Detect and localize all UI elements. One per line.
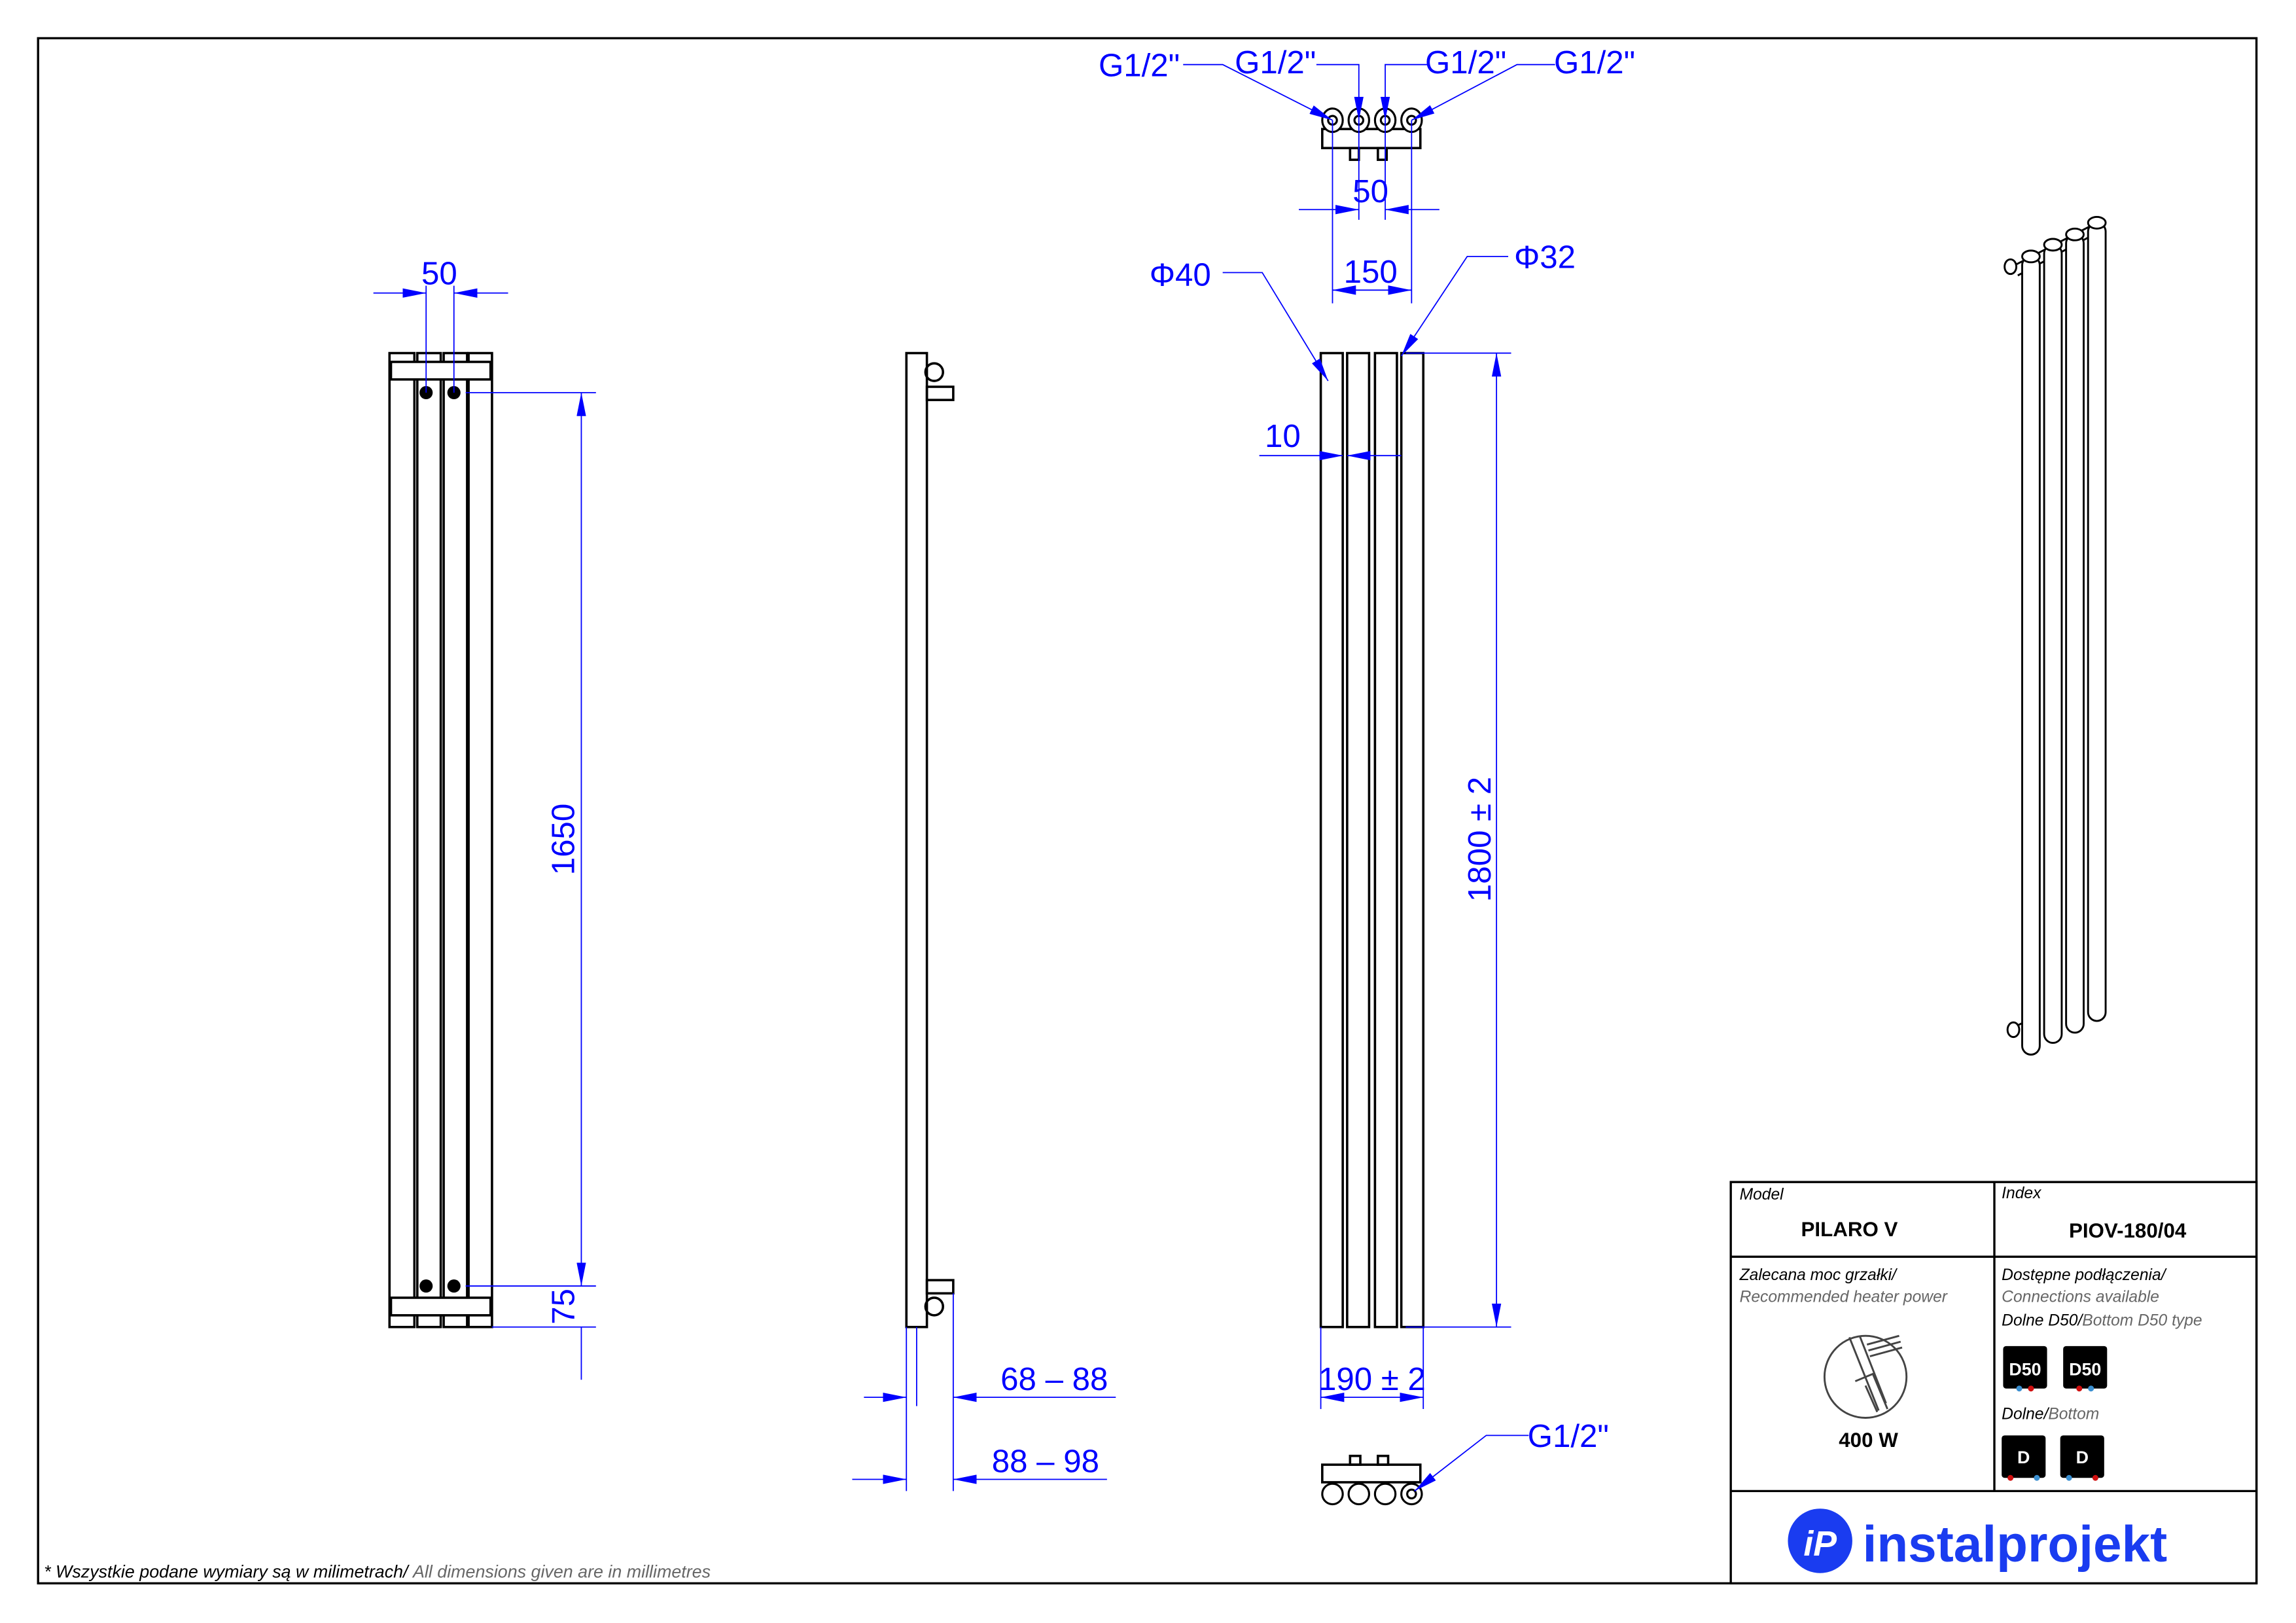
connections-label-en: Connections available <box>2002 1289 2159 1306</box>
dim-front-width: 190 ± 2 <box>1318 1361 1426 1397</box>
dim-tube-outer: Φ40 <box>1150 257 1211 293</box>
d-badge: D <box>2002 1435 2046 1481</box>
d50-label: Dolne D50/Bottom D50 type <box>2002 1311 2202 1329</box>
side-view: 68 – 88 88 – 98 <box>852 351 1116 1491</box>
connections-label-pl: Dostępne podłączenia/ <box>2002 1266 2167 1284</box>
dim-left-width: 50 <box>421 255 457 291</box>
rear-view: 50 1650 75 <box>373 255 596 1380</box>
dim-front-gap: 10 <box>1265 418 1301 454</box>
dim-tube-inner: Φ32 <box>1514 240 1576 276</box>
svg-text:iP: iP <box>1803 1524 1837 1563</box>
dim-left-height: 1650 <box>545 804 581 876</box>
heater-label-pl: Zalecana moc grzałki/ <box>1739 1266 1898 1284</box>
d-badge: D <box>2060 1435 2104 1481</box>
d50-badge: D50 <box>2003 1346 2047 1392</box>
index-value: PIOV-180/04 <box>2069 1219 2187 1242</box>
top-view: 50 150 G1/2" G1/2" G1/2" G1/2" <box>1099 45 1635 304</box>
thread-label: G1/2" <box>1235 45 1316 80</box>
svg-text:D50: D50 <box>2009 1360 2041 1380</box>
thread-label: G1/2" <box>1528 1418 1609 1454</box>
model-value: PILARO V <box>1801 1218 1898 1241</box>
dim-top-width: 150 <box>1344 254 1398 290</box>
footnote: * Wszystkie podane wymiary są w milimetr… <box>44 1561 711 1581</box>
dim-side-depth-2: 88 – 98 <box>992 1443 1099 1479</box>
svg-text:D: D <box>2017 1448 2030 1467</box>
index-label: Index <box>2002 1185 2042 1202</box>
svg-text:D: D <box>2076 1448 2089 1467</box>
dim-front-height: 1800 ± 2 <box>1462 777 1498 902</box>
bottom-view: G1/2" <box>1321 1418 1609 1506</box>
dim-side-depth-1: 68 – 88 <box>1000 1361 1108 1397</box>
front-view: 1800 ± 2 190 ± 2 10 Φ40 Φ32 <box>1150 240 1576 1410</box>
drawing-frame <box>37 37 2258 1585</box>
bottom-label: Dolne/Bottom <box>2002 1406 2099 1423</box>
thread-label: G1/2" <box>1425 45 1506 80</box>
thread-label: G1/2" <box>1099 48 1180 84</box>
model-label: Model <box>1740 1186 1785 1204</box>
brand-logo: iP instalprojekt <box>1788 1508 2167 1573</box>
isometric-view <box>2004 215 2107 1056</box>
heater-power: 400 W <box>1839 1429 1898 1452</box>
svg-text:instalprojekt: instalprojekt <box>1863 1515 2168 1573</box>
thread-label: G1/2" <box>1554 45 1635 80</box>
dim-left-bottom: 75 <box>545 1289 581 1325</box>
title-block: Model PILARO V Index PIOV-180/04 Zalecan… <box>1729 1181 2258 1585</box>
dim-top-spacing: 50 <box>1352 173 1388 209</box>
svg-text:D50: D50 <box>2069 1360 2101 1380</box>
heater-icon <box>1823 1334 1908 1419</box>
heater-label-en: Recommended heater power <box>1740 1289 1949 1306</box>
d50-badge: D50 <box>2063 1346 2108 1392</box>
